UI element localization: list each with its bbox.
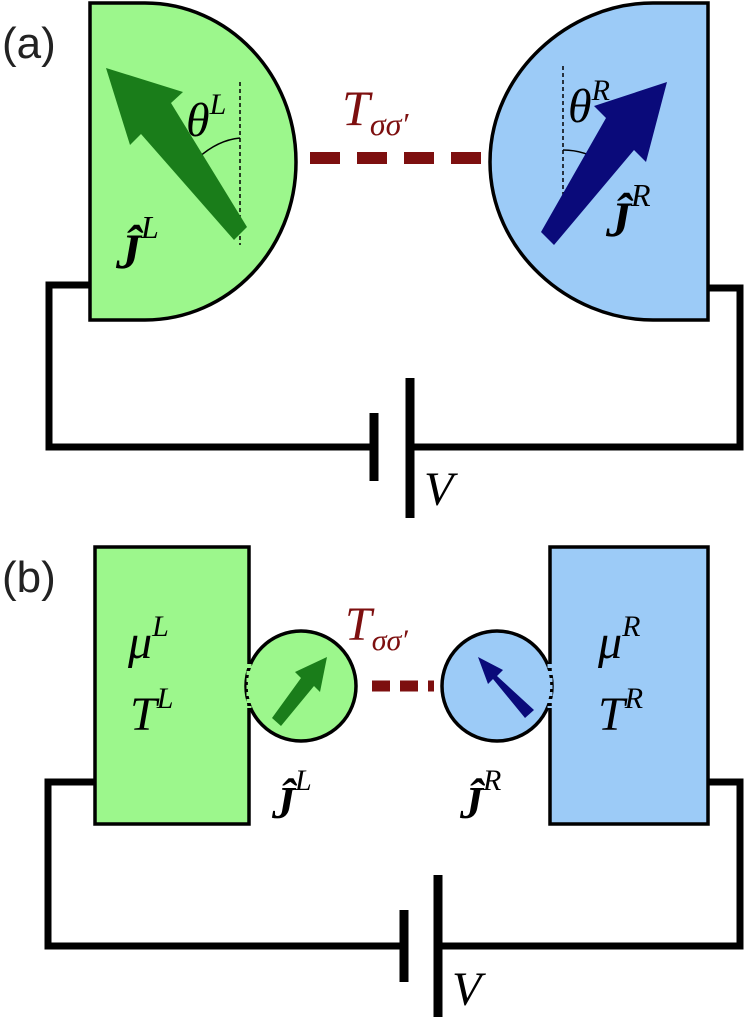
panel-b-right-dot xyxy=(440,629,554,743)
panel-b-left-mu-label: μL xyxy=(127,610,169,669)
panel-b-left-temperature-label: TL xyxy=(130,682,173,741)
panel-b-circuit-left-wire xyxy=(44,778,404,950)
panel-a-left-spin-label: ĴL xyxy=(115,209,159,279)
panel-b-left-spin-arrow xyxy=(272,657,327,726)
panel-b-right-reservoir xyxy=(548,545,710,826)
panel-b-label: (b) xyxy=(2,553,56,602)
panel-b-left-spin-label: ĴL xyxy=(271,764,312,828)
panel-a-right-spin-label: ĴR xyxy=(605,177,651,247)
panel-a-label: (a) xyxy=(2,19,56,68)
panel-a: (a) θL θR Tσσ′ ĴL xyxy=(2,1,744,518)
panel-b-right-spin-arrow xyxy=(478,657,534,718)
panel-b-left-reservoir xyxy=(93,545,251,826)
panel-b-right-temperature-label: TR xyxy=(598,682,643,741)
panel-b-right-spin-label: ĴR xyxy=(459,764,501,828)
panel-b-right-mu-label: μR xyxy=(597,610,640,669)
panel-a-circuit-left-wire xyxy=(45,281,374,451)
panel-a-right-angle-label: θR xyxy=(568,74,610,133)
panel-a-voltage-label: V xyxy=(424,463,458,516)
panel-b-tunneling-label: Tσσ′ xyxy=(345,598,408,657)
panel-a-left-spin-arrow xyxy=(106,68,247,240)
panel-a-tunneling-label: Tσσ′ xyxy=(342,80,409,142)
panel-a-right-spin-arrow xyxy=(541,82,667,245)
panel-b-circuit-right-wire xyxy=(438,778,744,950)
panel-b: (b) μL TL μR TR Tσ xyxy=(2,545,744,1017)
panel-b-voltage-label: V xyxy=(452,963,486,1016)
panel-a-left-angle-label: θL xyxy=(186,88,226,147)
panel-a-circuit-right-wire xyxy=(410,284,744,451)
